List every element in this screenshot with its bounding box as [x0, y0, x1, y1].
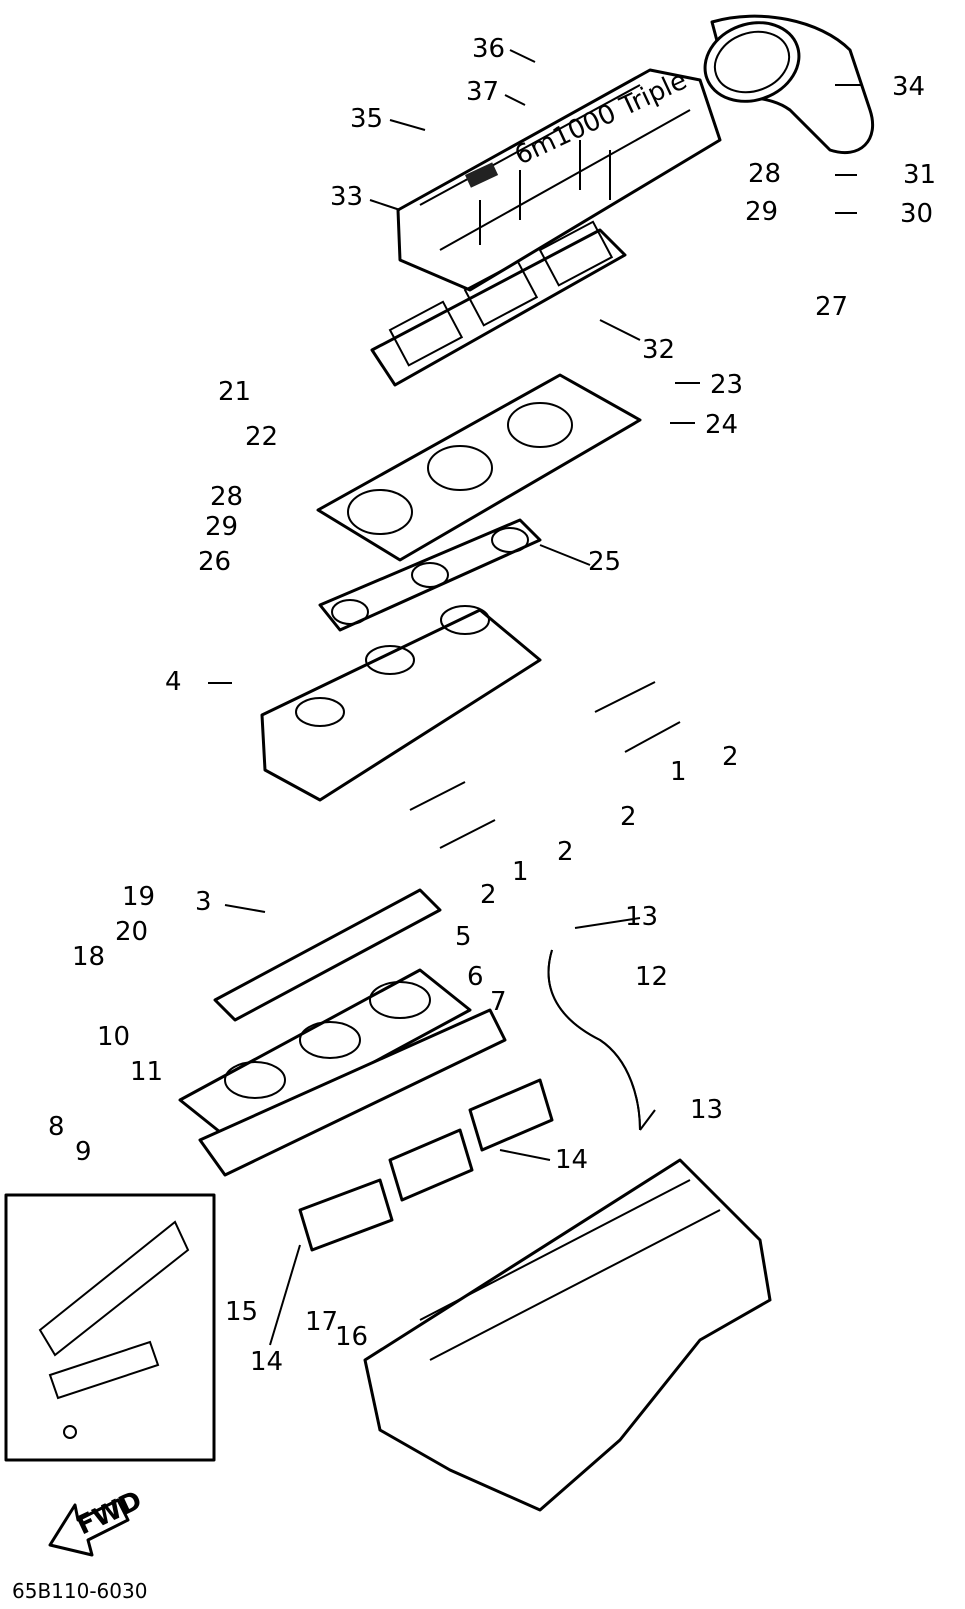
crankcase [363, 1158, 772, 1512]
callout-1b: 1 [512, 857, 529, 887]
callout-5: 5 [455, 922, 472, 952]
leader-lines [208, 49, 862, 1346]
callout-14b: 14 [250, 1347, 283, 1377]
callout-17: 17 [305, 1307, 338, 1337]
callout-8: 8 [48, 1112, 65, 1142]
callout-20: 20 [115, 917, 148, 947]
callout-labels: 1 1 2 2 2 2 3 4 5 6 7 8 9 10 11 12 13 13… [48, 34, 936, 1377]
callout-23: 23 [710, 370, 743, 400]
callout-2b: 2 [620, 802, 637, 832]
callout-1a: 1 [670, 757, 687, 787]
callout-16: 16 [335, 1322, 368, 1352]
callout-11: 11 [130, 1057, 163, 1087]
callout-18: 18 [72, 942, 105, 972]
callout-21: 21 [218, 377, 251, 407]
callout-13b: 13 [690, 1095, 723, 1125]
callout-37: 37 [466, 77, 499, 107]
silencer-gasket [370, 220, 627, 387]
callout-31: 31 [903, 160, 936, 190]
fwd-label: FWD [72, 1485, 146, 1541]
callout-33: 33 [330, 182, 363, 212]
callout-2a: 2 [722, 742, 739, 772]
callout-7: 7 [490, 987, 507, 1017]
callout-32: 32 [642, 335, 675, 365]
callout-28b: 28 [210, 482, 243, 512]
callout-34: 34 [892, 72, 925, 102]
callout-26: 26 [198, 547, 231, 577]
callout-30: 30 [900, 199, 933, 229]
callout-29a: 29 [745, 197, 778, 227]
reed-valve-inset [4, 1193, 216, 1462]
plate-gasket [318, 518, 542, 632]
joint-pipes [409, 681, 681, 849]
callout-22: 22 [245, 422, 278, 452]
intake-plate [316, 373, 642, 562]
reed-valves [298, 1078, 554, 1252]
carburetor-assembly [260, 605, 542, 802]
callout-36: 36 [472, 34, 505, 64]
callout-6: 6 [467, 962, 484, 992]
callout-10: 10 [97, 1022, 130, 1052]
cover-posts [479, 140, 611, 245]
intake-manifold [178, 888, 507, 1177]
fwd-arrow: FWD [48, 1485, 147, 1557]
callout-28a: 28 [748, 159, 781, 189]
callout-35: 35 [350, 104, 383, 134]
intake-duct [703, 14, 875, 155]
callout-13a: 13 [625, 902, 658, 932]
callout-4: 4 [165, 667, 182, 697]
part-code: 65B110-6030 [12, 1579, 147, 1603]
callout-2d: 2 [480, 880, 497, 910]
callout-12: 12 [635, 962, 668, 992]
hose [547, 949, 641, 1131]
callout-25: 25 [588, 547, 621, 577]
callout-27: 27 [815, 292, 848, 322]
callout-14a: 14 [555, 1145, 588, 1175]
callout-19: 19 [122, 882, 155, 912]
callout-3: 3 [195, 887, 212, 917]
callout-24: 24 [705, 410, 738, 440]
callout-29b: 29 [205, 512, 238, 542]
callout-9: 9 [75, 1137, 92, 1167]
callout-15: 15 [225, 1297, 258, 1327]
callout-2c: 2 [557, 837, 574, 867]
